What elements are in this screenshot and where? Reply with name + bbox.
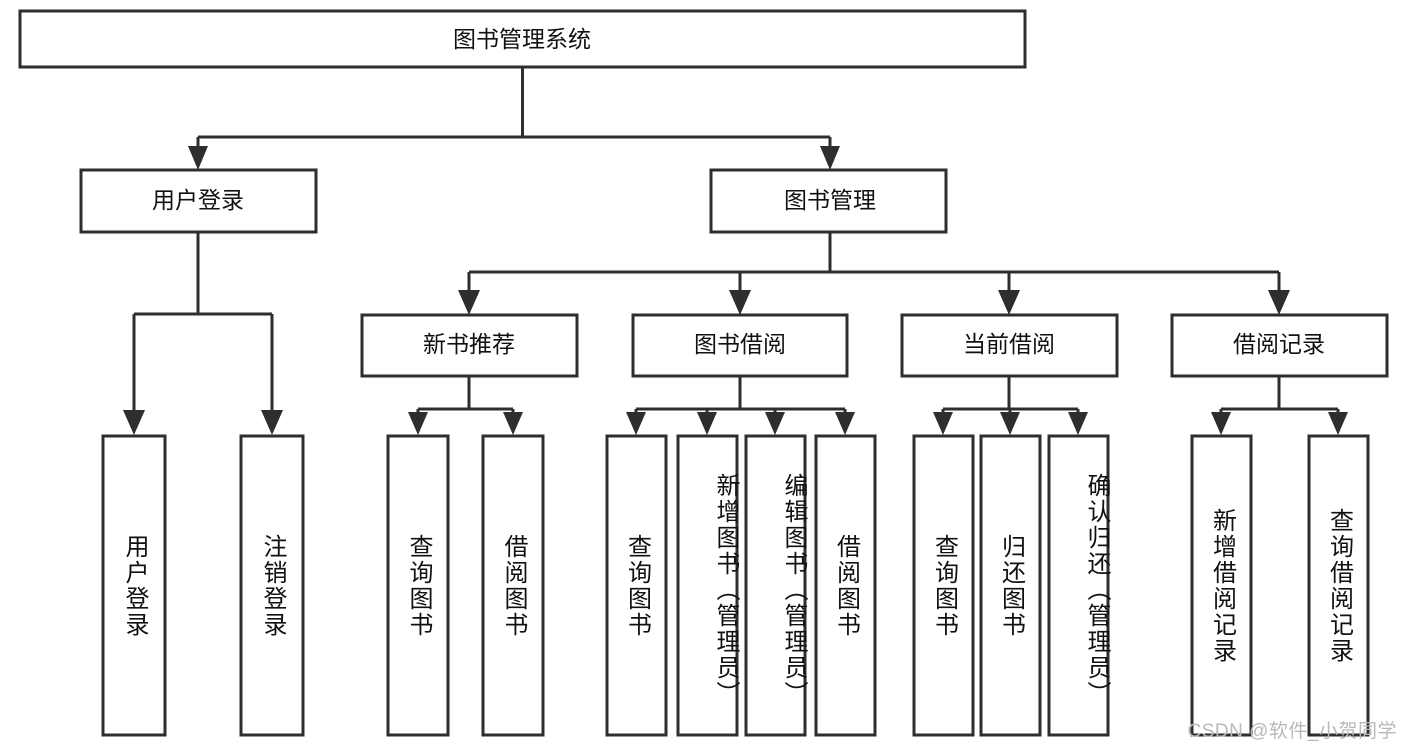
connector-borrowrecord-to-leaves [1211, 376, 1348, 435]
node-new-book-recommend[interactable]: 新书推荐 [360, 313, 579, 378]
node-leaf-add-book[interactable] [676, 434, 739, 737]
connector-bookborrow-to-leaves [626, 376, 855, 435]
node-label: 图书管理 [784, 187, 876, 213]
connector-bookmanage-to-level3 [458, 232, 1290, 315]
connector-newbook-to-leaves [408, 376, 523, 435]
node-leaf-confirm-return[interactable] [1047, 434, 1110, 737]
node-label: 图书管理系统 [453, 26, 591, 52]
node-leaf-edit-book[interactable] [744, 434, 807, 737]
node-current-borrow[interactable]: 当前借阅 [900, 313, 1119, 378]
node-leaf-query-book-3[interactable] [912, 434, 975, 737]
csdn-watermark: CSDN @软件_小贺同学 [1187, 721, 1397, 742]
connector-root-to-level2 [188, 67, 840, 170]
node-leaf-query-book-2[interactable] [605, 434, 668, 737]
node-leaf-add-record[interactable] [1190, 434, 1253, 737]
node-leaf-query-book-1[interactable] [386, 434, 450, 737]
connector-userlogin-to-leaves [123, 232, 283, 435]
node-book-management-system[interactable]: 图书管理系统 [18, 9, 1027, 69]
node-leaf-user-login[interactable] [101, 434, 167, 737]
node-label: 图书借阅 [694, 331, 786, 357]
node-leaf-logout-login[interactable] [239, 434, 305, 737]
connector-currentborrow-to-leaves [933, 376, 1088, 435]
node-borrow-record[interactable]: 借阅记录 [1170, 313, 1389, 378]
node-label: 用户登录 [152, 187, 244, 213]
node-label: 新书推荐 [423, 331, 515, 357]
node-leaf-query-record[interactable] [1307, 434, 1370, 737]
node-leaf-borrow-book-2[interactable] [814, 434, 877, 737]
node-label: 当前借阅 [963, 331, 1055, 357]
node-book-borrow[interactable]: 图书借阅 [631, 313, 849, 378]
node-book-manage[interactable]: 图书管理 [709, 168, 948, 234]
node-user-login[interactable]: 用户登录 [79, 168, 318, 234]
node-leaf-borrow-book-1[interactable] [481, 434, 545, 737]
node-label: 借阅记录 [1233, 331, 1325, 357]
node-leaf-return-book[interactable] [979, 434, 1042, 737]
